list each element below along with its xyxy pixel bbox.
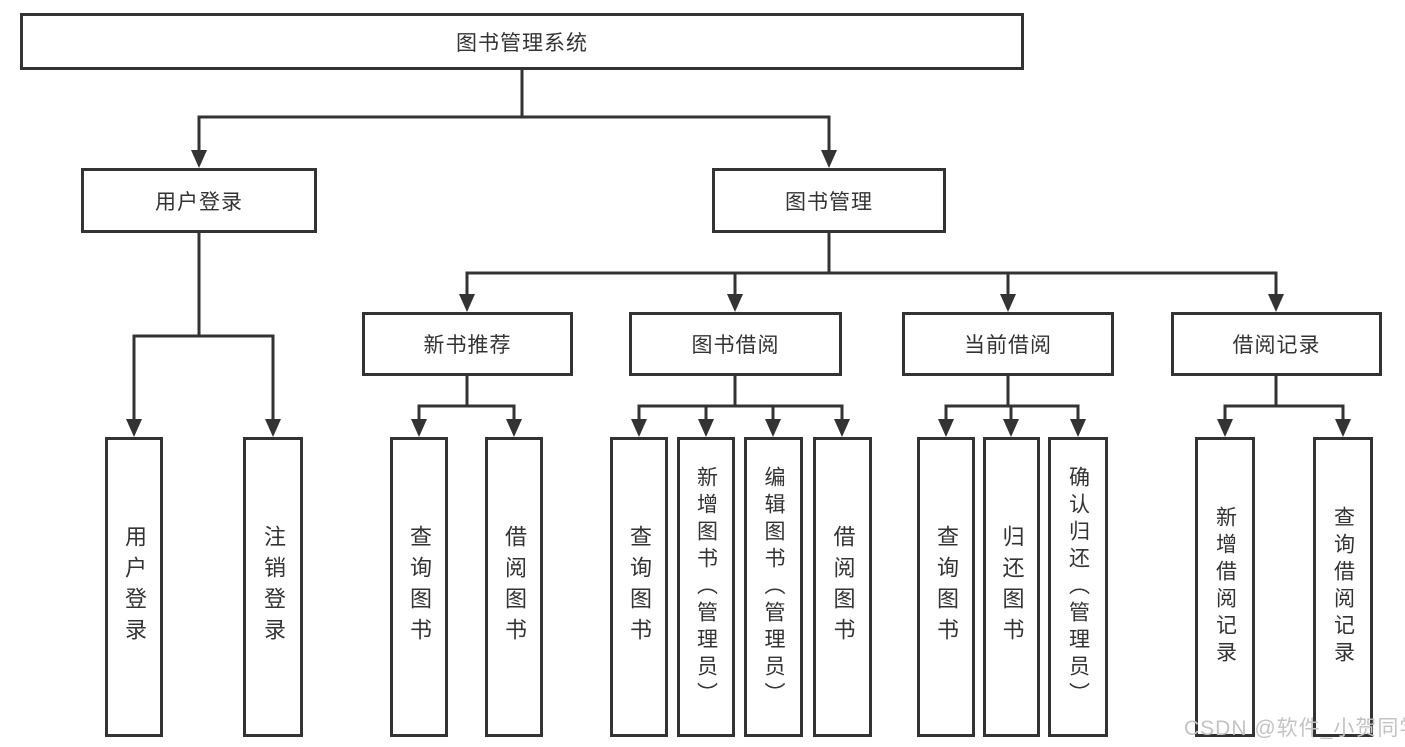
node-borrow-record: 借阅记录 <box>1171 312 1382 376</box>
node-current-borrow: 当前借阅 <box>902 312 1114 376</box>
leaf-logout: 注销登录 <box>243 437 303 737</box>
node-book-management: 图书管理 <box>712 168 946 233</box>
leaf-record-query-borrow-record-label: 查询借阅记录 <box>1331 506 1355 668</box>
node-book-borrow: 图书借阅 <box>629 312 842 376</box>
node-book-management-label: 图书管理 <box>785 190 873 214</box>
leaf-newbook-borrow-books: 借阅图书 <box>485 437 543 737</box>
leaf-user-login: 用户登录 <box>105 437 163 737</box>
node-book-borrow-label: 图书借阅 <box>691 334 780 357</box>
leaf-current-query-books: 查询图书 <box>917 437 975 737</box>
leaf-current-return-books: 归还图书 <box>983 437 1040 737</box>
leaf-record-query-borrow-record: 查询借阅记录 <box>1313 437 1373 737</box>
leaf-borrow-query-books: 查询图书 <box>610 437 668 737</box>
leaf-current-confirm-return-admin: 确认归还（管理员） <box>1048 437 1108 737</box>
node-new-book-recommend: 新书推荐 <box>362 312 573 376</box>
node-new-book-recommend-label: 新书推荐 <box>423 334 512 357</box>
leaf-newbook-query-books-label: 查询图书 <box>407 525 432 649</box>
node-current-borrow-label: 当前借阅 <box>964 334 1052 357</box>
node-user-login: 用户登录 <box>81 168 317 233</box>
node-borrow-record-label: 借阅记录 <box>1232 334 1321 357</box>
leaf-record-add-borrow-record-label: 新增借阅记录 <box>1213 506 1237 668</box>
csdn-watermark: CSDN @软件_小贺同学 <box>1184 717 1405 740</box>
leaf-user-login-label: 用户登录 <box>122 525 147 649</box>
node-root: 图书管理系统 <box>20 13 1024 70</box>
node-root-label: 图书管理系统 <box>456 31 588 55</box>
leaf-current-query-books-label: 查询图书 <box>934 525 959 649</box>
leaf-borrow-add-books-admin: 新增图书（管理员） <box>677 437 735 737</box>
leaf-borrow-add-books-admin-label: 新增图书（管理员） <box>694 465 718 709</box>
leaf-newbook-query-books: 查询图书 <box>390 437 448 737</box>
leaf-logout-label: 注销登录 <box>261 525 286 649</box>
leaf-borrow-borrow-books-label: 借阅图书 <box>830 525 856 649</box>
leaf-current-return-books-label: 归还图书 <box>999 525 1025 649</box>
leaf-record-add-borrow-record: 新增借阅记录 <box>1195 437 1255 737</box>
leaf-borrow-query-books-label: 查询图书 <box>627 525 652 649</box>
leaf-newbook-borrow-books-label: 借阅图书 <box>502 525 527 649</box>
node-user-login-label: 用户登录 <box>155 190 243 214</box>
leaf-current-confirm-return-admin-label: 确认归还（管理员） <box>1066 465 1090 709</box>
leaf-borrow-edit-books-admin-label: 编辑图书（管理员） <box>762 465 785 709</box>
leaf-borrow-edit-books-admin: 编辑图书（管理员） <box>744 437 803 737</box>
leaf-borrow-borrow-books: 借阅图书 <box>813 437 872 737</box>
